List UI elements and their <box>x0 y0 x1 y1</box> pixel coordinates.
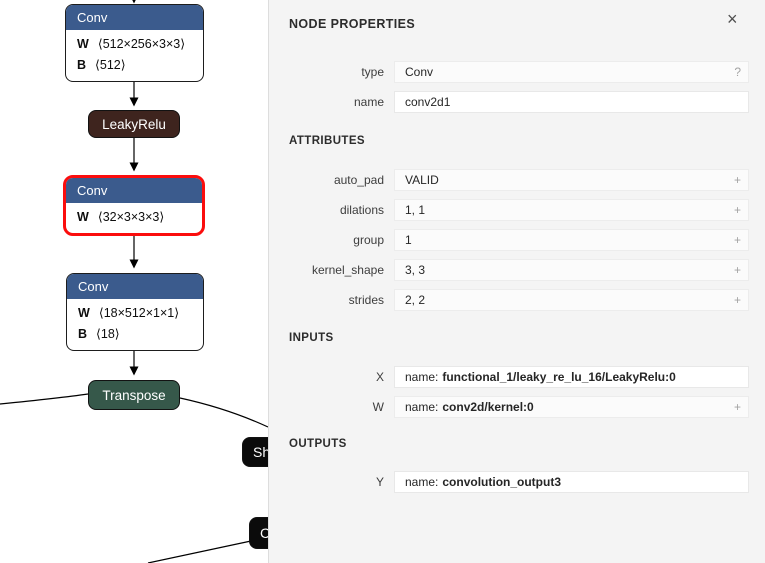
attribute-label: group <box>353 233 384 247</box>
node-param: W⟨32×3×3×3⟩ <box>77 210 165 224</box>
inputs-section-title: INPUTS <box>289 332 334 344</box>
node-conv-3[interactable]: Conv W⟨18×512×1×1⟩ B⟨18⟩ <box>66 273 204 351</box>
attribute-row-group: group 1 + <box>269 229 765 251</box>
attribute-row-auto-pad: auto_pad VALID + <box>269 169 765 191</box>
output-value: convolution_output3 <box>442 475 562 489</box>
input-label: X <box>375 370 384 384</box>
node-conv-3-header[interactable]: Conv <box>67 274 203 299</box>
input-row-w: W name:conv2d/kernel:0 + <box>269 396 765 418</box>
type-input[interactable]: Conv ? <box>394 61 749 83</box>
name-value: conv2d1 <box>405 95 451 109</box>
attribute-input[interactable]: VALID + <box>394 169 749 191</box>
attribute-input[interactable]: 2, 2 + <box>394 289 749 311</box>
input-w-field[interactable]: name:conv2d/kernel:0 + <box>394 396 749 418</box>
attribute-input[interactable]: 3, 3 + <box>394 259 749 281</box>
name-prefix: name: <box>405 400 439 414</box>
expand-plus-icon[interactable]: + <box>733 233 741 247</box>
attribute-value: 3, 3 <box>405 263 426 277</box>
attribute-label: kernel_shape <box>311 263 384 277</box>
type-value: Conv <box>405 65 434 79</box>
node-leakyrelu[interactable]: LeakyRelu <box>88 110 180 138</box>
attribute-row-dilations: dilations 1, 1 + <box>269 199 765 221</box>
node-param: W⟨512×256×3×3⟩ <box>77 37 186 51</box>
input-label: W <box>372 400 384 414</box>
property-row-type: type Conv ? <box>269 61 765 83</box>
attribute-row-strides: strides 2, 2 + <box>269 289 765 311</box>
name-prefix: name: <box>405 475 439 489</box>
expand-plus-icon[interactable]: + <box>733 173 741 187</box>
name-prefix: name: <box>405 370 439 384</box>
node-transpose[interactable]: Transpose <box>88 380 180 410</box>
attribute-value: VALID <box>405 173 439 187</box>
attribute-label: dilations <box>339 203 384 217</box>
output-row-y: Y name:convolution_output3 <box>269 471 765 493</box>
graph-edges <box>0 0 268 563</box>
expand-plus-icon[interactable]: + <box>733 263 741 277</box>
input-x-field[interactable]: name:functional_1/leaky_re_lu_16/LeakyRe… <box>394 366 749 388</box>
attribute-value: 1 <box>405 233 412 247</box>
panel-title: NODE PROPERTIES <box>289 17 416 31</box>
input-value: functional_1/leaky_re_lu_16/LeakyRelu:0 <box>442 370 676 384</box>
expand-plus-icon[interactable]: + <box>733 400 741 414</box>
output-y-field[interactable]: name:convolution_output3 <box>394 471 749 493</box>
property-row-name: name conv2d1 <box>269 91 765 113</box>
node-label: LeakyRelu <box>102 116 166 132</box>
attribute-value: 1, 1 <box>405 203 426 217</box>
node-conv-2-selected[interactable]: Conv W⟨32×3×3×3⟩ <box>63 175 205 236</box>
name-label: name <box>353 95 384 109</box>
node-param: W⟨18×512×1×1⟩ <box>78 306 180 320</box>
expand-plus-icon[interactable]: + <box>733 293 741 307</box>
outputs-section-title: OUTPUTS <box>289 438 347 450</box>
type-help-icon[interactable]: ? <box>734 65 741 79</box>
node-properties-panel: NODE PROPERTIES × type Conv ? name conv2… <box>268 0 765 563</box>
output-label: Y <box>375 475 384 489</box>
input-row-x: X name:functional_1/leaky_re_lu_16/Leaky… <box>269 366 765 388</box>
node-param: B⟨512⟩ <box>77 58 126 72</box>
node-label: Sh <box>253 444 271 460</box>
type-label: type <box>361 65 384 79</box>
node-conv-1-header[interactable]: Conv <box>66 5 203 30</box>
node-conv-1[interactable]: Conv W⟨512×256×3×3⟩ B⟨512⟩ <box>65 4 204 82</box>
node-conv-2-header[interactable]: Conv <box>66 178 202 203</box>
attribute-input[interactable]: 1 + <box>394 229 749 251</box>
input-value: conv2d/kernel:0 <box>442 400 534 414</box>
expand-plus-icon[interactable]: + <box>733 203 741 217</box>
attribute-input[interactable]: 1, 1 + <box>394 199 749 221</box>
name-input[interactable]: conv2d1 <box>394 91 749 113</box>
attribute-label: auto_pad <box>333 173 384 187</box>
attributes-section-title: ATTRIBUTES <box>289 135 365 147</box>
node-label: C <box>260 525 271 541</box>
close-icon[interactable]: × <box>727 9 738 29</box>
attribute-row-kernel-shape: kernel_shape 3, 3 + <box>269 259 765 281</box>
attribute-label: strides <box>348 293 384 307</box>
attribute-value: 2, 2 <box>405 293 426 307</box>
node-label: Transpose <box>102 387 166 403</box>
node-param: B⟨18⟩ <box>78 327 120 341</box>
